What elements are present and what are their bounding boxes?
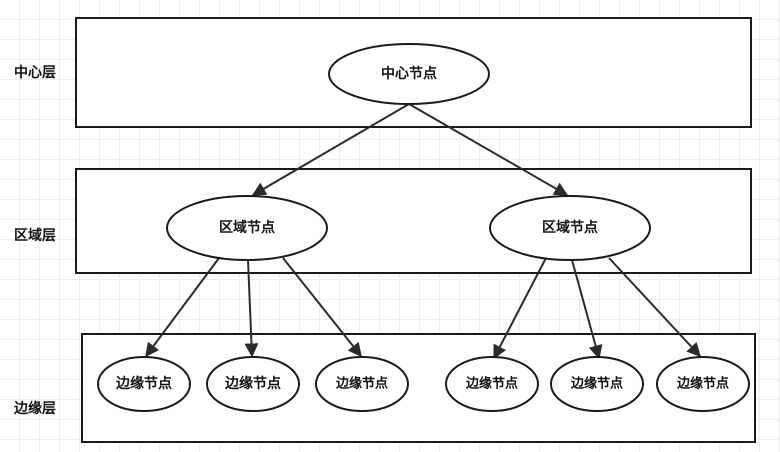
edge-region-right-to-edge-6 [608,257,701,358]
edge-layer-label: 边缘层 [13,400,56,417]
edge-node-4-label: 边缘节点 [465,376,518,392]
edge-node-6 [656,356,750,412]
edge-node-6-label: 边缘节点 [676,376,729,392]
edge-region-left-to-edge-2 [244,259,259,358]
edge-region-right-to-edge-5 [571,259,603,360]
region-node-left [166,195,328,261]
region-node-right-label: 区域节点 [542,219,598,236]
edge-region-right-to-edge-4 [493,257,547,360]
edge-node-2-label: 边缘节点 [224,375,281,392]
edge-center-to-region-right [408,103,569,196]
center-node [328,43,490,105]
edge-node-5-label: 边缘节点 [570,376,623,392]
edge-node-5 [550,356,644,412]
region-layer-label: 区域层 [14,227,56,244]
edge-node-3-label: 边缘节点 [335,376,388,392]
edge-node-3 [315,356,409,412]
edge-node-1-label: 边缘节点 [115,375,172,392]
edge-node-1 [97,356,191,412]
region-node-left-label: 区域节点 [219,219,275,236]
edge-node-4 [445,356,539,412]
edge-node-2 [206,356,300,412]
edge-center-to-region-left [251,103,410,196]
center-layer-label: 中心层 [14,64,56,81]
region-node-right [489,195,651,261]
edge-region-left-to-edge-1 [145,257,220,358]
edge-region-left-to-edge-3 [282,257,362,358]
center-node-label: 中心节点 [381,65,437,82]
